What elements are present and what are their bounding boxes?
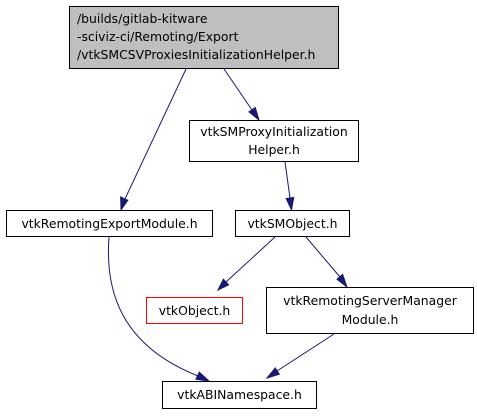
node-remoting-export-module[interactable]: vtkRemotingExportModule.h: [6, 210, 213, 237]
node-proxy-init-helper-line-2: Helper.h: [248, 142, 300, 157]
node-vtk-object-label: vtkObject.h: [159, 303, 231, 318]
node-root-line-3: /vtkSMCSVProxiesInitializationHelper.h: [77, 47, 315, 62]
edge-proxy-init-helper-to-sm-object: [284, 161, 295, 212]
node-root-line-1: /builds/gitlab-kitware: [77, 11, 207, 26]
node-remoting-export-module-label: vtkRemotingExportModule.h: [21, 216, 197, 231]
graph-nodes: /builds/gitlab-kitware -sciviz-ci/Remoti…: [6, 6, 474, 409]
node-remoting-server-manager-module-line-2: Module.h: [342, 312, 399, 327]
node-sm-object[interactable]: vtkSMObject.h: [235, 210, 350, 237]
edge-remoting-server-manager-module-to-abi-namespace: [265, 333, 335, 379]
node-sm-object-label: vtkSMObject.h: [247, 216, 337, 231]
graph-edges: [107, 68, 349, 382]
edge-root-to-remoting-export-module: [120, 68, 187, 212]
node-vtk-object[interactable]: vtkObject.h: [146, 297, 243, 324]
node-proxy-init-helper[interactable]: vtkSMProxyInitialization Helper.h: [189, 120, 359, 162]
node-abi-namespace[interactable]: vtkABINamespace.h: [162, 381, 317, 409]
node-remoting-server-manager-module[interactable]: vtkRemotingServerManager Module.h: [266, 287, 474, 334]
node-remoting-server-manager-module-line-1: vtkRemotingServerManager: [283, 293, 458, 308]
edge-sm-object-to-vtk-object: [216, 236, 276, 292]
edge-sm-object-to-remoting-server-manager-module: [305, 236, 349, 289]
node-root-line-2: -sciviz-ci/Remoting/Export: [77, 29, 239, 44]
edge-root-to-proxy-init-helper: [223, 68, 260, 122]
node-root-header[interactable]: /builds/gitlab-kitware -sciviz-ci/Remoti…: [69, 6, 339, 69]
edge-remoting-export-module-to-abi-namespace: [107, 236, 211, 382]
node-abi-namespace-label: vtkABINamespace.h: [177, 387, 302, 402]
node-proxy-init-helper-line-1: vtkSMProxyInitialization: [200, 124, 347, 139]
